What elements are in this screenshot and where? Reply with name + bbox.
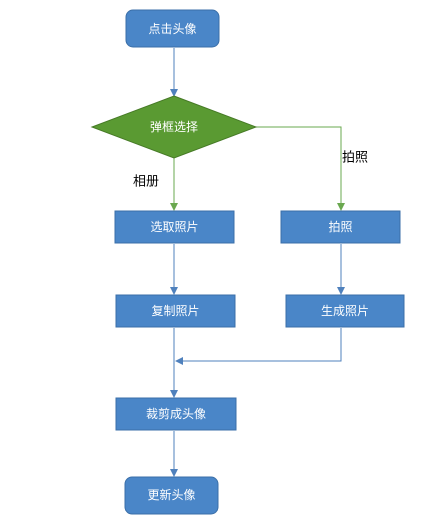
node-start-label: 点击头像 bbox=[148, 22, 196, 36]
node-select-photo-label: 选取照片 bbox=[150, 220, 198, 234]
edge-label-album: 相册 bbox=[133, 175, 159, 190]
edge-label-camera: 拍照 bbox=[342, 151, 368, 166]
node-crop-avatar-label: 裁剪成头像 bbox=[146, 406, 206, 421]
node-decision bbox=[90, 95, 258, 159]
node-update-avatar-label: 更新头像 bbox=[147, 487, 195, 502]
node-copy-photo bbox=[115, 294, 236, 328]
node-decision-label: 弹框选择 bbox=[150, 120, 198, 134]
node-update-avatar bbox=[124, 476, 219, 515]
node-copy-photo-label: 复制照片 bbox=[151, 304, 199, 318]
node-start bbox=[125, 9, 220, 48]
node-select-photo bbox=[114, 210, 235, 244]
edge-decision-to-take bbox=[256, 126, 345, 211]
node-crop-avatar bbox=[115, 397, 237, 431]
edge-generate-to-merge bbox=[175, 328, 342, 365]
node-generate-photo bbox=[285, 294, 405, 328]
node-generate-photo-label: 生成照片 bbox=[321, 304, 369, 318]
node-take-photo-label: 拍照 bbox=[328, 219, 352, 234]
node-take-photo bbox=[280, 210, 401, 244]
